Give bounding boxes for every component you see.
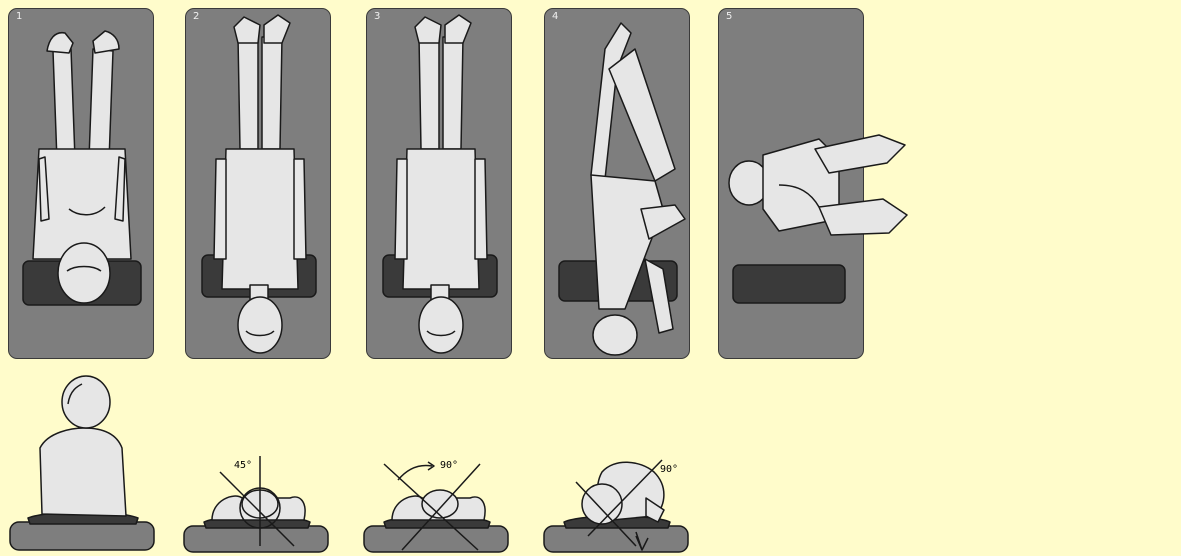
mat [544, 526, 688, 552]
side-view-3: 90° [362, 360, 522, 556]
side-view-1 [8, 360, 168, 556]
mat [184, 526, 328, 552]
figure-supine-90-degrees [362, 360, 522, 556]
panel-2: 2 [185, 8, 331, 359]
side-view-2: 45° [182, 360, 342, 556]
figure-back-view [8, 360, 168, 556]
figure-supine-arms-sides [367, 9, 513, 360]
panel-4: 4 [544, 8, 690, 359]
panel-3: 3 [366, 8, 512, 359]
figure-supine-head-down [9, 9, 155, 360]
figure-side-lying-90-degrees [542, 360, 702, 556]
panel-1: 1 [8, 8, 154, 359]
figure-seated-sideways [719, 9, 865, 360]
side-view-4: 90° [542, 360, 702, 556]
mat [10, 522, 154, 550]
panel-5: 5 [718, 8, 864, 359]
mat [364, 526, 508, 552]
figure-supine-arms-sides [186, 9, 332, 360]
figure-rolling-side [545, 9, 691, 360]
pillow [733, 265, 845, 303]
figure-supine-45-degrees [182, 360, 342, 556]
